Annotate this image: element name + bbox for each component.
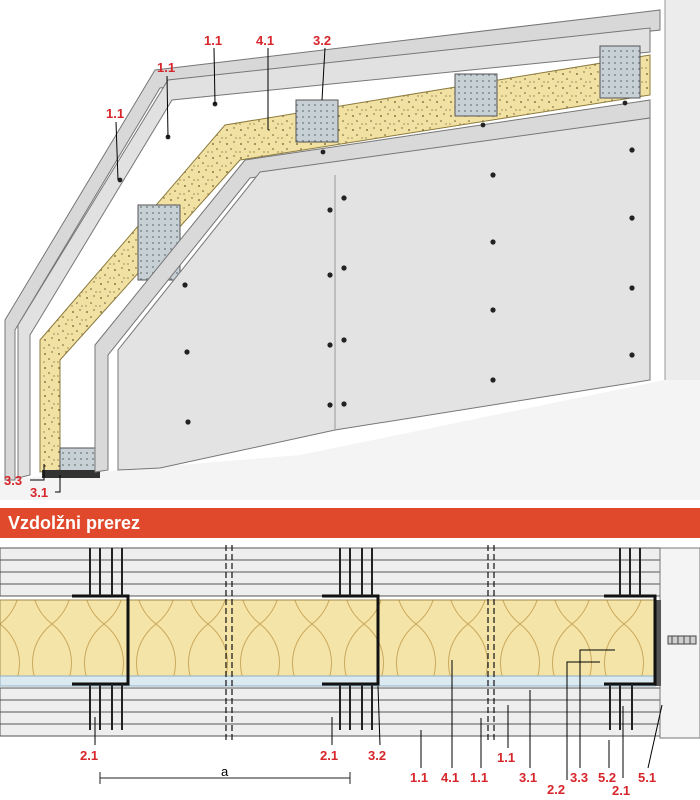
back-board-inner [17, 27, 651, 479]
cross-section [0, 545, 700, 784]
label-1-1-a: 1.1 [106, 106, 124, 121]
label-b-2-2: 2.2 [547, 782, 565, 797]
dimension-a [99, 772, 351, 784]
bottom-track [59, 447, 99, 473]
boards-lower [0, 687, 661, 737]
label-3-3: 3.3 [4, 473, 22, 488]
label-3-2: 3.2 [313, 33, 331, 48]
label-b-2-1-a: 2.1 [80, 748, 98, 763]
label-b-3-3: 3.3 [570, 770, 588, 785]
label-b-2-1-b: 2.1 [320, 748, 338, 763]
boards-upper [0, 547, 661, 597]
break-lines [225, 545, 495, 740]
stud-mid2 [454, 73, 498, 117]
wall-dowel [667, 635, 697, 645]
front-board-outer [117, 117, 651, 471]
label-1-1-c: 1.1 [204, 33, 222, 48]
floor-track [42, 470, 100, 478]
screws [117, 100, 635, 425]
label-1-1-b: 1.1 [157, 60, 175, 75]
label-b-3-2: 3.2 [368, 748, 386, 763]
label-3-1: 3.1 [30, 485, 48, 500]
front-board-inner [94, 99, 651, 473]
label-b-2-1-c: 2.1 [612, 783, 630, 798]
stud-profiles [42, 45, 641, 478]
label-b-1-1-a: 1.1 [410, 770, 428, 785]
label-b-5-1: 5.1 [638, 770, 656, 785]
top-leaders [30, 47, 326, 493]
mineral-wool [0, 599, 656, 677]
section-banner [0, 508, 700, 538]
sealing-strip [655, 600, 661, 686]
section-title: Vzdolžni prerez [8, 513, 140, 533]
section-screws [89, 548, 641, 730]
label-b-4-1: 4.1 [441, 770, 459, 785]
wall-isometric [0, 0, 700, 500]
label-b-5-2: 5.2 [598, 770, 616, 785]
floor [0, 380, 700, 500]
label-b-1-1-c: 1.1 [497, 750, 515, 765]
stud-right [599, 45, 641, 99]
stud-mid1 [295, 99, 339, 143]
back-board-outer [4, 9, 661, 481]
label-b-1-1-b: 1.1 [470, 770, 488, 785]
label-b-3-1: 3.1 [519, 770, 537, 785]
label-4-1: 4.1 [256, 33, 274, 48]
bottom-leaders [94, 649, 663, 780]
label-dimension-a: a [221, 764, 229, 779]
